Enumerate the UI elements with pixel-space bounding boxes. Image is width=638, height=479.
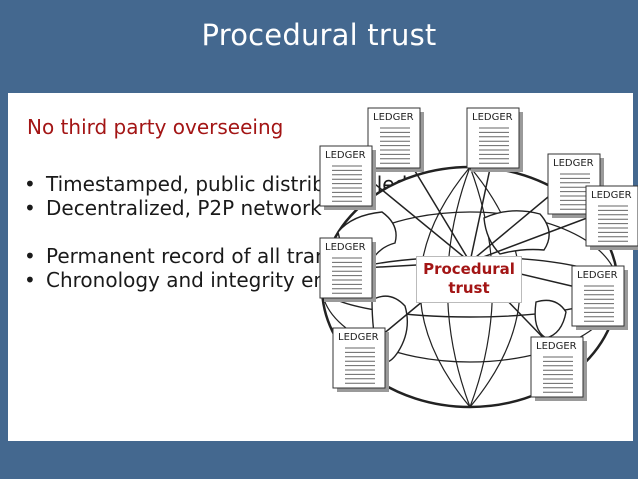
ledger-label: LEDGER bbox=[577, 270, 618, 281]
subtitle: No third party overseeing bbox=[27, 115, 284, 139]
ledger-label: LEDGER bbox=[591, 190, 632, 201]
ledger-label: LEDGER bbox=[373, 112, 414, 123]
ledger-label: LEDGER bbox=[325, 150, 366, 161]
connector-lines bbox=[361, 142, 588, 351]
ledger-document-icon: LEDGER bbox=[466, 107, 523, 172]
ledger-document-icon: LEDGER bbox=[585, 185, 638, 250]
ledger-label: LEDGER bbox=[472, 112, 513, 123]
ledger-label: LEDGER bbox=[325, 242, 366, 253]
ledger-label: LEDGER bbox=[338, 332, 379, 343]
ledger-document-icon: LEDGER bbox=[319, 145, 376, 210]
bullet-item: Decentralized, P2P network bbox=[20, 196, 561, 220]
bottom-band bbox=[0, 441, 638, 479]
ledger-label: LEDGER bbox=[553, 158, 594, 169]
slide-title: Procedural trust bbox=[201, 18, 437, 52]
ledger-document-icon: LEDGER bbox=[571, 265, 628, 330]
ledger-group: LEDGER LEDGER LEDGER LEDGER LEDGER LEDGER LEDG… bbox=[319, 107, 638, 401]
ledger-label: LEDGER bbox=[536, 341, 577, 352]
procedural-trust-label: Procedural trust bbox=[416, 256, 522, 303]
ledger-document-icon: LEDGER bbox=[530, 336, 587, 401]
ledger-document-icon: LEDGER bbox=[367, 107, 424, 172]
ledger-document-icon: LEDGER bbox=[332, 327, 389, 392]
ledger-document-icon: LEDGER bbox=[319, 237, 376, 302]
